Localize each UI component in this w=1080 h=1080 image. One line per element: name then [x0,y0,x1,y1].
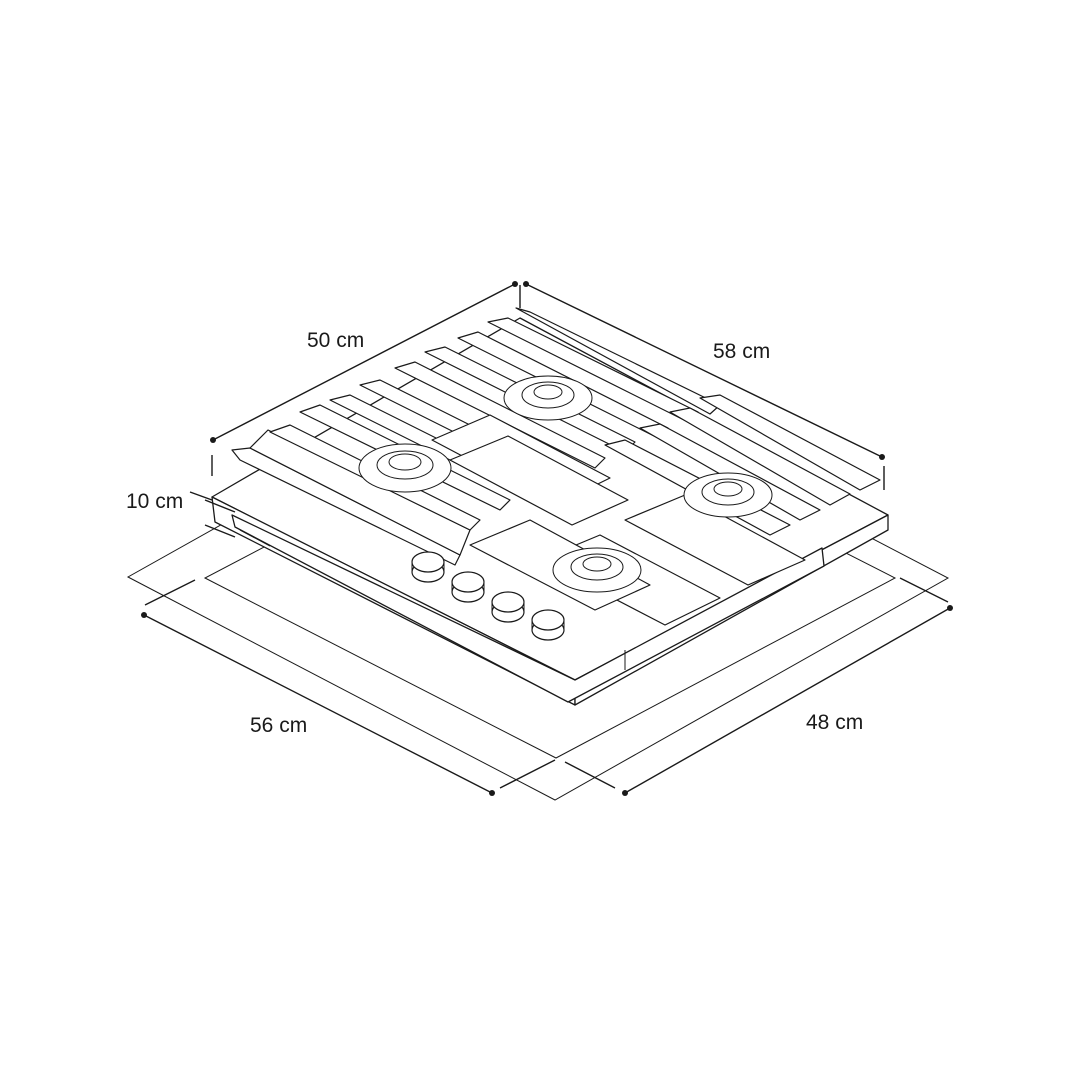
height-label: 10 cm [126,490,183,513]
burner-right [683,472,773,518]
dimension-depth [210,281,518,476]
cutout-depth-label: 48 cm [806,711,863,734]
burner-rear [503,375,593,421]
dimension-height [189,491,236,538]
depth-label: 50 cm [307,329,364,352]
dimension-width [519,281,885,490]
burner-left [358,443,452,493]
knob-1 [411,551,445,583]
knob-3 [491,591,525,623]
dimension-cutout-width [141,579,556,796]
knob-4 [531,609,565,641]
knob-2 [451,571,485,603]
dimension-cutout-depth [564,577,953,796]
burner-front [552,547,642,593]
width-label: 58 cm [713,340,770,363]
cutout-width-label: 56 cm [250,714,307,737]
burners [358,375,773,593]
control-knobs [411,551,565,641]
